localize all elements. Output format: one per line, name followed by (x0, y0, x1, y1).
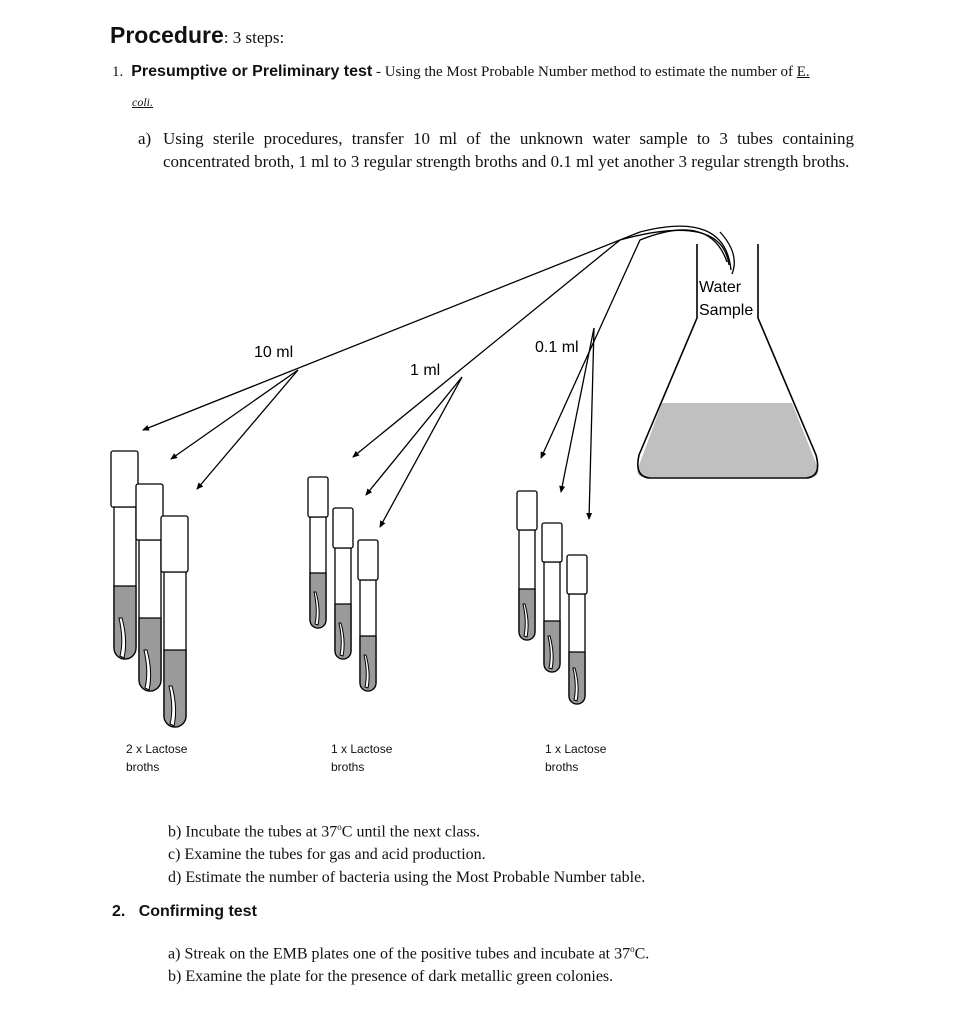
arrow-01ml-3 (586, 327, 595, 520)
tube-1c-broth (163, 649, 187, 728)
tube-2a-cap (307, 476, 329, 518)
step1-title: Presumptive or Preliminary test (131, 63, 373, 80)
tube-3a-cap (516, 490, 538, 531)
curve-1ml (352, 229, 730, 458)
page-title: Procedure: 3 steps: (110, 22, 284, 49)
group3-label: 1 x Lactose broths (545, 740, 606, 776)
tube-group-1 (110, 450, 189, 728)
step2-list: a) Streak on the EMB plates one of the p… (168, 938, 649, 988)
step1-desc: - Using the Most Probable Number method … (372, 64, 797, 80)
step2-a-text: Streak on the EMB plates one of the posi… (184, 945, 631, 963)
mpn-diagram: Water Sample 10 ml 1 ml 0.1 ml (110, 225, 819, 728)
step2-number: 2. (112, 903, 126, 920)
step1-a-label: a) (138, 129, 152, 148)
step1-organism-1: E. (796, 64, 810, 80)
step2-a: a) Streak on the EMB plates one of the p… (168, 938, 649, 965)
group2-label-1: 1 x Lactose (331, 742, 393, 756)
group2-label: 1 x Lactose broths (331, 740, 392, 776)
tube-1c-cap (160, 515, 189, 573)
flask-label-2: Sample (699, 302, 753, 319)
step1-b-label: b) (168, 823, 182, 841)
group1-label-2: broths (126, 760, 160, 774)
group2-label-2: broths (331, 760, 365, 774)
step1-organism-2: coli. (132, 95, 153, 109)
tube-3b-cap (541, 522, 563, 563)
step2-heading: 2. Confirming test (112, 903, 257, 921)
arrow-10ml-3 (196, 369, 299, 490)
title-word: Procedure (110, 22, 224, 48)
tube-3c-cap (566, 554, 588, 595)
step1-d-text: Estimate the number of bacteria using th… (185, 869, 646, 887)
step1-c: c) Examine the tubes for gas and acid pr… (168, 843, 645, 866)
label-01ml: 0.1 ml (535, 339, 579, 356)
group1-label-1: 2 x Lactose (126, 742, 188, 756)
step1-number: 1. (112, 64, 124, 80)
arrow-1ml-3 (379, 376, 463, 528)
arrow-01ml-2 (559, 327, 595, 493)
transfer-lines (142, 225, 735, 528)
step1-heading: 1. Presumptive or Preliminary test - Usin… (112, 57, 862, 117)
step1-c-label: c) (168, 846, 181, 864)
step1-list: b) Incubate the tubes at 37oC until the … (168, 816, 645, 889)
step2-title: Confirming test (138, 903, 257, 920)
step1-b-sup: o (337, 822, 342, 832)
label-10ml: 10 ml (254, 344, 293, 361)
curve-01ml (540, 229, 728, 459)
flask-outline (637, 244, 819, 479)
step2-a-sup: o (630, 944, 635, 954)
arrow-1ml-2 (365, 376, 463, 496)
step2-a-tail: C. (634, 945, 650, 963)
tube-1a-broth (113, 585, 137, 660)
tube-group-2 (307, 476, 379, 692)
arrow-10ml-2 (170, 369, 299, 460)
step2-a-label: a) (168, 945, 181, 963)
tube-group-3 (516, 490, 588, 705)
tube-2b-cap (332, 507, 354, 549)
group3-label-1: 1 x Lactose (545, 742, 607, 756)
flask (637, 244, 819, 479)
step1-b-tail: C until the next class. (341, 823, 480, 841)
tube-1b-cap (135, 483, 164, 541)
step2-b-label: b) (168, 968, 182, 986)
step1-d-label: d) (168, 869, 182, 887)
step2-b-text: Examine the plate for the presence of da… (185, 968, 614, 986)
step1-b: b) Incubate the tubes at 37oC until the … (168, 816, 645, 843)
step2-b: b) Examine the plate for the presence of… (168, 965, 649, 988)
step1-a-text: Using sterile procedures, transfer 10 ml… (163, 129, 854, 171)
tube-1a-cap (110, 450, 139, 508)
tube-2c-cap (357, 539, 379, 581)
curve-flask-tip (719, 231, 735, 275)
group3-label-2: broths (545, 760, 579, 774)
step1-c-text: Examine the tubes for gas and acid produ… (184, 846, 486, 864)
step1-a: a) Using sterile procedures, transfer 10… (138, 127, 854, 173)
label-1ml: 1 ml (410, 362, 440, 379)
title-rest: : 3 steps: (223, 28, 285, 47)
group1-label: 2 x Lactose broths (126, 740, 187, 776)
step1-d: d) Estimate the number of bacteria using… (168, 866, 645, 889)
flask-water (637, 403, 819, 477)
step1-b-text: Incubate the tubes at 37 (185, 823, 338, 841)
curve-10ml (142, 225, 732, 431)
tube-1b-broth (138, 617, 162, 692)
flask-label-1: Water (699, 279, 742, 296)
